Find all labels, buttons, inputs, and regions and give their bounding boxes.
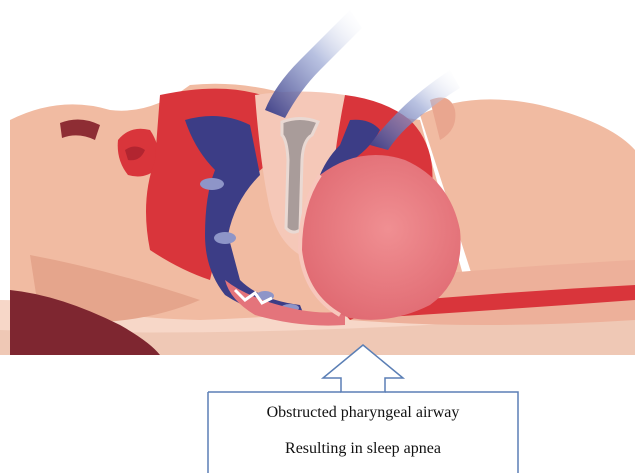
air-bubble: [214, 232, 236, 244]
air-bubble: [200, 178, 224, 190]
callout-line-2: Resulting in sleep apnea: [213, 440, 513, 458]
callout-line-1: Obstructed pharyngeal airway: [213, 404, 513, 422]
